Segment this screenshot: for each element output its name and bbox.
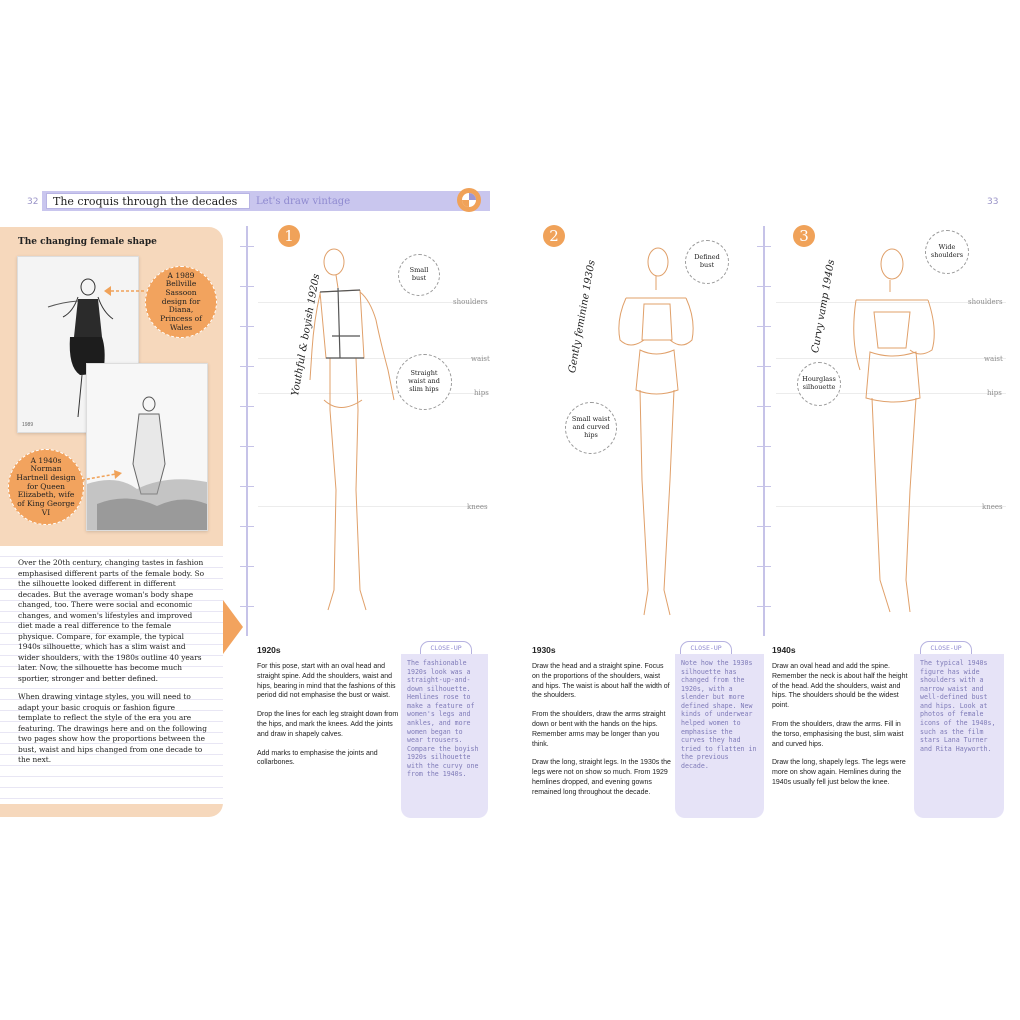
closeup-box-1920s: The fashionable 1920s look was a straigh… — [401, 654, 488, 818]
croquis-1930s — [600, 240, 710, 630]
closeup-text-1940s: The typical 1940s figure has wide should… — [920, 659, 996, 753]
guide-shoulders-left — [258, 302, 488, 303]
figure-number-1: 1 — [278, 225, 300, 247]
bubble-straight-waist: Straight waist and slim hips — [396, 354, 452, 410]
left-page-number: 32 — [27, 197, 39, 207]
closeup-text-1920s: The fashionable 1920s look was a straigh… — [407, 659, 479, 779]
label-hips: hips — [474, 389, 489, 397]
croquis-1940s — [840, 240, 950, 630]
instruction-1920s-2: Drop the lines for each leg straight dow… — [257, 711, 399, 738]
callout-1989-design: A 1989 Bellville Sassoon design for Dian… — [145, 266, 217, 338]
closeup-box-1940s: The typical 1940s figure has wide should… — [914, 654, 1004, 818]
instruction-1930s-3: Draw the long, straight legs. In the 193… — [532, 759, 671, 796]
decade-heading-1920s: 1920s — [257, 645, 281, 655]
arrow-icon — [102, 284, 146, 303]
figure-number-3: 3 — [793, 225, 815, 247]
ruler-right — [757, 226, 771, 636]
label-knees: knees — [467, 503, 488, 511]
figure-number-2: 2 — [543, 225, 565, 247]
figure-label-1930s: Gently feminine 1930s — [567, 259, 598, 374]
guide-knees-right — [776, 506, 1006, 507]
bubble-small-waist: Small waist and curved hips — [565, 402, 617, 454]
guide-waist-right — [776, 358, 1006, 359]
instructions-1940s: Draw an oval head and add the spine. Rem… — [772, 662, 912, 797]
instructions-1920s: For this pose, start with an oval head a… — [257, 662, 399, 777]
right-page-number: 33 — [987, 197, 999, 207]
palette-icon — [456, 187, 482, 213]
closeup-tag-1930s: CLOSE-UP — [680, 641, 732, 655]
instructions-1930s: Draw the head and a straight spine. Focu… — [532, 662, 672, 807]
guide-hips-right — [776, 393, 1006, 394]
bubble-defined-bust: Defined bust — [685, 240, 729, 284]
label-knees-right: knees — [982, 503, 1003, 511]
figure-label-1940s: Curvy vamp 1940s — [810, 258, 838, 354]
ruler-left — [240, 226, 254, 636]
bubble-wide-shoulders: Wide shoulders — [925, 230, 969, 274]
instruction-1920s-1: For this pose, start with an oval head a… — [257, 663, 396, 700]
instruction-1940s-2: From the shoulders, draw the arms. Fill … — [772, 720, 904, 748]
decade-heading-1930s: 1930s — [532, 645, 556, 655]
fashion-photo-1940s — [86, 363, 208, 531]
callout-1940s-design: A 1940s Norman Hartnell design for Queen… — [8, 449, 84, 525]
closeup-tag-1920s: CLOSE-UP — [420, 641, 472, 655]
instruction-1920s-3: Add marks to emphasise the joints and co… — [257, 749, 378, 767]
closeup-box-1930s: Note how the 1930s silhouette has change… — [675, 654, 764, 818]
header-bar: The croquis through the decades Let's dr… — [42, 191, 490, 211]
chapter-title: The croquis through the decades — [46, 193, 250, 209]
instruction-1930s-2: From the shoulders, draw the arms straig… — [532, 711, 666, 748]
bubble-hourglass: Hourglass silhouette — [797, 362, 841, 406]
label-shoulders: shoulders — [453, 298, 488, 306]
label-shoulders-right: shoulders — [968, 298, 1003, 306]
guide-shoulders-right — [776, 302, 1006, 303]
arrow-icon — [80, 470, 124, 489]
guide-waist-left — [258, 358, 488, 359]
instruction-1940s-1: Draw an oval head and add the spine. Rem… — [772, 663, 908, 710]
label-waist-right: waist — [984, 355, 1003, 363]
bubble-small-bust-1920s: Small bust — [398, 254, 440, 296]
closeup-tag-1940s: CLOSE-UP — [920, 641, 972, 655]
instruction-1940s-3: Draw the long, shapely legs. The legs we… — [772, 759, 906, 786]
croquis-1920s — [300, 240, 410, 630]
instruction-1930s-1: Draw the head and a straight spine. Focu… — [532, 663, 670, 700]
section-title: Let's draw vintage — [256, 196, 351, 207]
sidebar-paragraph-1: Over the 20th century, changing tastes i… — [18, 558, 205, 683]
sidebar-paragraph-2: When drawing vintage styles, you will ne… — [18, 692, 207, 765]
label-waist: waist — [471, 355, 490, 363]
sidebar-title: The changing female shape — [18, 237, 157, 247]
label-hips-right: hips — [987, 389, 1002, 397]
photo-1-caption: 1989 — [22, 422, 34, 428]
sidebar-text-panel: Over the 20th century, changing tastes i… — [0, 546, 223, 804]
guide-knees-left — [258, 506, 488, 507]
decade-heading-1940s: 1940s — [772, 645, 796, 655]
guide-hips-left — [258, 393, 488, 394]
closeup-text-1930s: Note how the 1930s silhouette has change… — [681, 659, 757, 770]
